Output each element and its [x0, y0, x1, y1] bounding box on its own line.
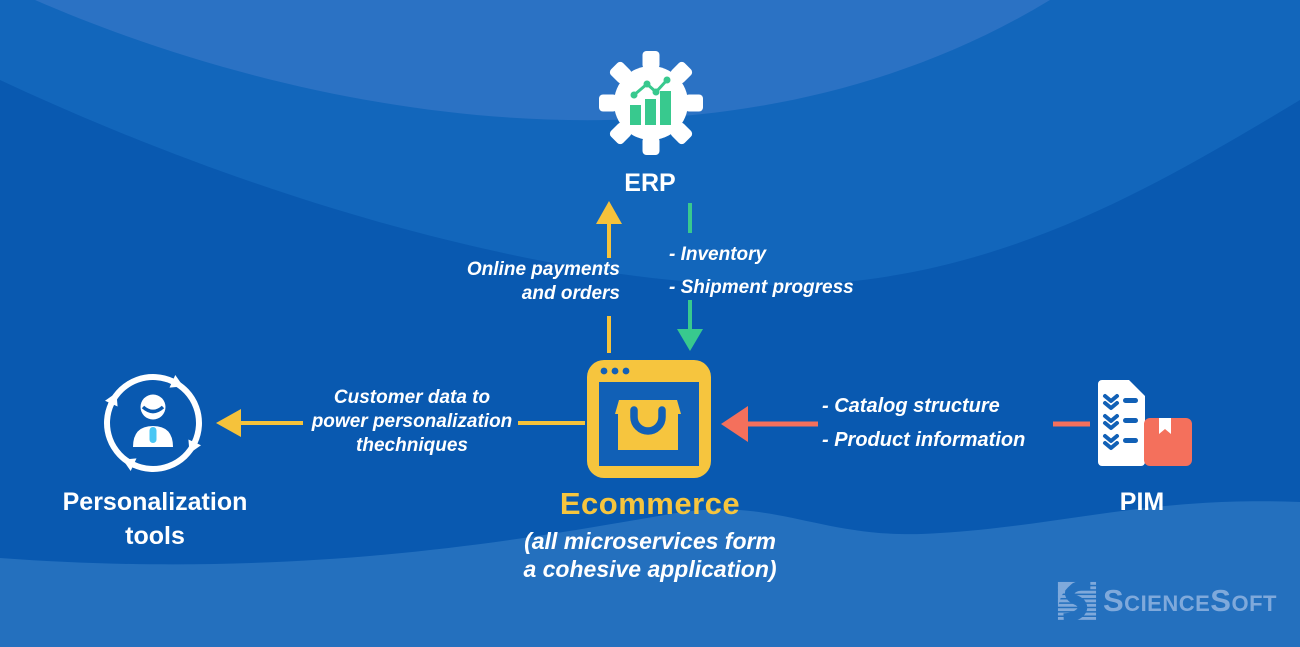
sciencesoft-logo-text: ScienceSoft	[1103, 583, 1277, 618]
browser-dots	[600, 367, 630, 375]
catalog-structure-item: - Catalog structure	[822, 395, 1000, 417]
arrow-pim-to-ecommerce	[721, 406, 1090, 442]
shipment-progress-item: - Shipment progress	[669, 277, 854, 298]
product-information-item: - Product information	[822, 429, 1026, 451]
tie-glyph	[149, 427, 157, 443]
ecommerce-label: Ecommerce	[559, 486, 741, 521]
dark-mid-wave	[0, 80, 1300, 608]
customer-data-label: Customer data to power personalization t…	[311, 387, 513, 456]
pim-label: PIM	[1119, 488, 1165, 516]
erp-label: ERP	[624, 169, 676, 197]
online-payments-label: Online payments and orders	[466, 259, 620, 304]
pim-output-list: - Catalog structure - Product informatio…	[822, 389, 1025, 457]
gear-growth-chart-icon	[599, 51, 703, 155]
arrow-erp-to-ecommerce	[677, 203, 703, 351]
top-light-wave	[35, 0, 1050, 121]
user-glyph	[133, 394, 173, 447]
package-box-glyph	[1144, 418, 1192, 466]
personalization-label: Personalization tools	[62, 488, 248, 550]
growth-chart-glyph	[630, 76, 671, 125]
cycle-arrows	[105, 374, 201, 471]
checklist-document-glyph	[1098, 380, 1145, 466]
sciencesoft-logo-mark	[1057, 581, 1097, 621]
erp-output-list: - Inventory - Shipment progress	[669, 238, 854, 304]
inventory-item: - Inventory	[669, 244, 767, 265]
arrow-ecommerce-to-personalization	[216, 409, 585, 437]
ecommerce-subtitle: (all microservices form a cohesive appli…	[523, 528, 777, 582]
shopping-bag-glyph	[615, 400, 681, 450]
user-rotating-arrows-icon	[97, 374, 209, 479]
browser-shopping-bag-icon	[587, 360, 711, 478]
checklist-document-package-icon	[1098, 380, 1192, 466]
arrow-ecommerce-to-erp	[596, 201, 622, 353]
bottom-light-band	[0, 501, 1300, 647]
